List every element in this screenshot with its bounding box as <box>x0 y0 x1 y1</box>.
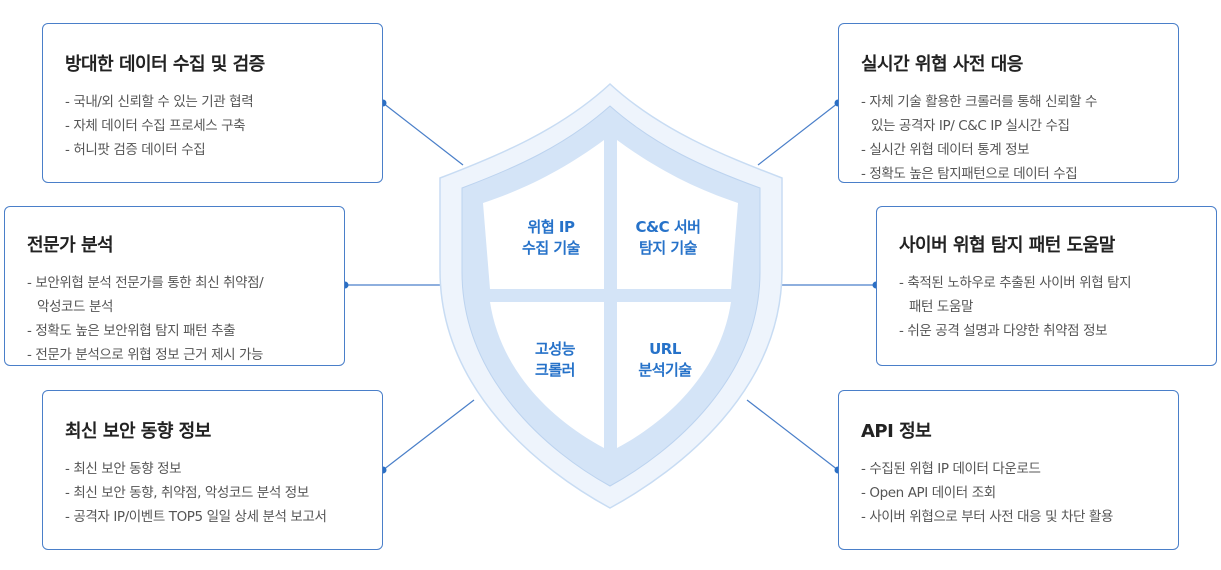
list-item: - 최신 보안 동향 정보 <box>65 461 182 477</box>
label-line: 크롤러 <box>535 361 575 379</box>
card-list: - 축적된 노하우로 추출된 사이버 위협 탐지 패턴 도움말 - 쉬운 공격 … <box>899 271 1194 343</box>
card-list: - 최신 보안 동향 정보 - 최신 보안 동향, 취약점, 악성코드 분석 정… <box>65 457 360 529</box>
card-title: 실시간 위협 사전 대응 <box>861 54 1023 75</box>
card-list: - 국내/외 신뢰할 수 있는 기관 협력 - 자체 데이터 수집 프로세스 구… <box>65 90 360 162</box>
card-title: 사이버 위협 탐지 패턴 도움말 <box>899 235 1115 256</box>
list-item-continuation: 있는 공격자 IP/ C&C IP 실시간 수집 <box>871 118 1070 134</box>
list-item: - 자체 기술 활용한 크롤러를 통해 신뢰할 수 있는 공격자 IP/ C&C… <box>861 90 1156 138</box>
label-line: 고성능 <box>535 340 575 358</box>
shield-label-url-analysis: URL 분석기술 <box>600 339 730 381</box>
list-item: - 최신 보안 동향, 취약점, 악성코드 분석 정보 <box>65 485 309 501</box>
list-item-continuation: 패턴 도움말 <box>909 299 973 315</box>
list-item-continuation: 악성코드 분석 <box>37 299 114 315</box>
label-line: 수집 기술 <box>522 239 580 257</box>
feature-card-api-info: API 정보 - 수집된 위협 IP 데이터 다운로드 - Open API 데… <box>838 390 1179 550</box>
label-line: URL <box>649 340 681 358</box>
card-title: 전문가 분석 <box>27 235 114 256</box>
list-item: - 사이버 위협으로 부터 사전 대응 및 차단 활용 <box>861 509 1113 525</box>
shield-label-crawler: 고성능 크롤러 <box>490 339 620 381</box>
list-item: - 축적된 노하우로 추출된 사이버 위협 탐지 패턴 도움말 <box>899 271 1194 319</box>
list-item: - 자체 데이터 수집 프로세스 구축 <box>65 118 246 134</box>
card-title: 방대한 데이터 수집 및 검증 <box>65 54 265 75</box>
feature-card-pattern-help: 사이버 위협 탐지 패턴 도움말 - 축적된 노하우로 추출된 사이버 위협 탐… <box>876 206 1217 366</box>
list-item: - 수집된 위협 IP 데이터 다운로드 <box>861 461 1041 477</box>
list-item-text: - 축적된 노하우로 추출된 사이버 위협 탐지 <box>899 275 1132 291</box>
list-item: - 정확도 높은 탐지패턴으로 데이터 수집 <box>861 166 1078 182</box>
feature-card-security-trends: 최신 보안 동향 정보 - 최신 보안 동향 정보 - 최신 보안 동향, 취약… <box>42 390 383 550</box>
list-item: - 실시간 위협 데이터 통계 정보 <box>861 142 1030 158</box>
list-item: - 국내/외 신뢰할 수 있는 기관 협력 <box>65 94 254 110</box>
list-item: - 쉬운 공격 설명과 다양한 취약점 정보 <box>899 323 1108 339</box>
connector-right-bottom <box>746 399 839 471</box>
shield-quadrant-top-right <box>617 140 738 289</box>
list-item-text: - 보안위협 분석 전문가를 통한 최신 취약점/ <box>27 275 264 291</box>
list-item-text: - 자체 기술 활용한 크롤러를 통해 신뢰할 수 <box>861 94 1098 110</box>
shield-quadrant-top-left <box>483 140 604 289</box>
label-line: C&C 서버 <box>635 218 701 236</box>
shield-quadrant-bottom-left <box>490 302 604 448</box>
feature-card-realtime-response: 실시간 위협 사전 대응 - 자체 기술 활용한 크롤러를 통해 신뢰할 수 있… <box>838 23 1179 183</box>
list-item: - 전문가 분석으로 위협 정보 근거 제시 가능 <box>27 347 264 363</box>
list-item: - 정확도 높은 보안위협 탐지 패턴 추출 <box>27 323 236 339</box>
connector-right-top <box>757 102 839 166</box>
card-list: - 자체 기술 활용한 크롤러를 통해 신뢰할 수 있는 공격자 IP/ C&C… <box>861 90 1156 186</box>
label-line: 탐지 기술 <box>639 239 697 257</box>
label-line: 위협 IP <box>527 218 575 236</box>
connector-left-bottom <box>382 399 475 471</box>
connector-left-top <box>382 102 464 166</box>
shield-label-threat-ip: 위협 IP 수집 기술 <box>486 217 616 259</box>
card-title: 최신 보안 동향 정보 <box>65 421 211 442</box>
card-title: API 정보 <box>861 421 932 442</box>
list-item: - 공격자 IP/이벤트 TOP5 일일 상세 분석 보고서 <box>65 509 327 525</box>
label-line: 분석기술 <box>638 361 692 379</box>
card-list: - 수집된 위협 IP 데이터 다운로드 - Open API 데이터 조회 -… <box>861 457 1156 529</box>
feature-card-data-collection: 방대한 데이터 수집 및 검증 - 국내/외 신뢰할 수 있는 기관 협력 - … <box>42 23 383 183</box>
shield-label-cnc-server: C&C 서버 탐지 기술 <box>603 217 733 259</box>
list-item: - Open API 데이터 조회 <box>861 485 996 501</box>
list-item: - 허니팟 검증 데이터 수집 <box>65 142 206 158</box>
shield-quadrant-bottom-right <box>617 302 731 448</box>
feature-card-expert-analysis: 전문가 분석 - 보안위협 분석 전문가를 통한 최신 취약점/ 악성코드 분석… <box>4 206 345 366</box>
list-item: - 보안위협 분석 전문가를 통한 최신 취약점/ 악성코드 분석 <box>27 271 322 319</box>
card-list: - 보안위협 분석 전문가를 통한 최신 취약점/ 악성코드 분석 - 정확도 … <box>27 271 322 367</box>
